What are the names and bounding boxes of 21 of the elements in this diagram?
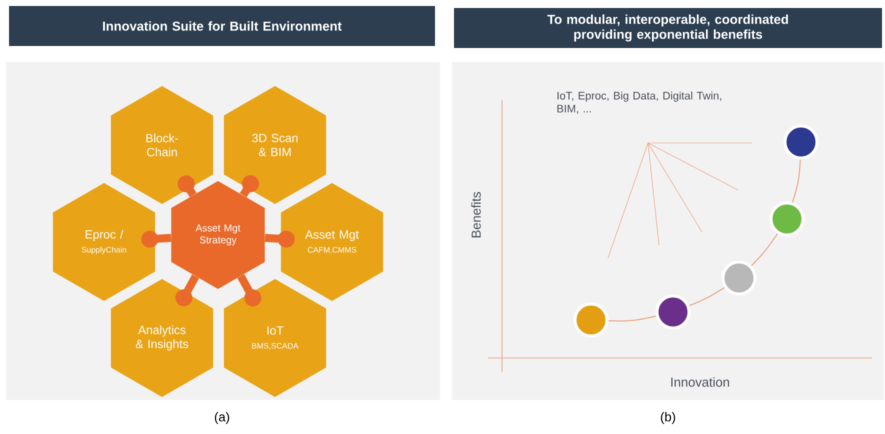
connector-knob [141,230,172,248]
curve-line [750,233,778,266]
title-band: To modular, interoperable, coordinated providing exponential benefits [454,8,882,48]
hexagon: 3D Scan & BIM [224,86,326,204]
axis-label: Benefits [471,192,481,238]
hexagon: Asset Mgt Strategy [171,181,265,289]
title-band: Innovation Suite for Built Environment [9,6,435,46]
curve-line [688,287,725,306]
curve-line [792,158,801,203]
connector-knob [178,175,197,198]
annotation-text: IoT, Eproc, Big Data, Digital Twin, BIM, ... [557,92,722,114]
axis-label: Innovation [671,377,730,387]
curve-line [608,316,656,322]
hexagon: Block-Chain [110,86,214,204]
connector-knob [240,175,259,198]
caption: (b) [660,412,676,424]
caption: (a) [214,412,230,424]
connector-knob [237,274,262,306]
hexagon: Analytics & Insights [110,279,214,397]
connector-knob [264,230,295,248]
connector-knob [175,274,200,306]
